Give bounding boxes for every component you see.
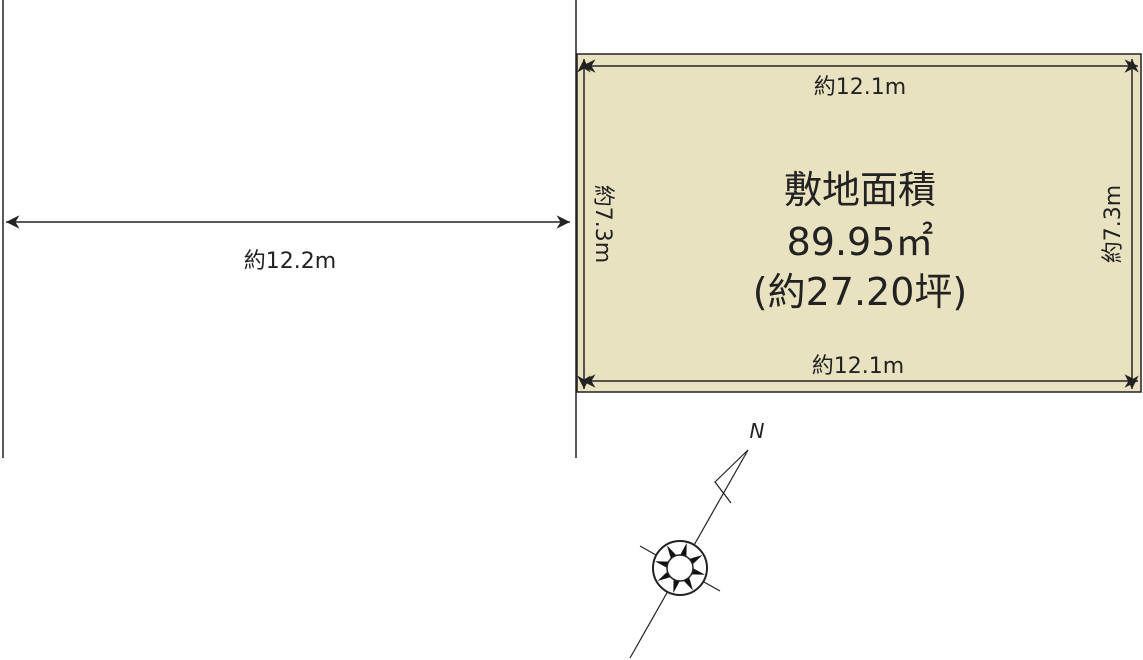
bottom-length-label: 約12.1m xyxy=(812,354,904,379)
compass-ray xyxy=(654,561,670,569)
area-tsubo: (約27.20坪) xyxy=(753,270,967,314)
area-m2: 89.95㎡ xyxy=(787,220,934,264)
lot-boundary xyxy=(576,53,1142,393)
compass-ray xyxy=(679,542,687,558)
north-arrow-icon xyxy=(714,449,749,504)
adjacent-width-label: 約12.2m xyxy=(244,249,336,274)
top-length-label: 約12.1m xyxy=(814,75,906,100)
north-compass: N xyxy=(629,419,765,659)
adjacent-lot: 約12.2m xyxy=(2,0,577,458)
left-length-label: 約7.3m xyxy=(590,185,615,263)
compass-ray xyxy=(673,578,681,594)
right-length-label: 約7.3m xyxy=(1101,185,1126,263)
compass-center xyxy=(666,554,694,582)
subject-lot: 約12.1m 約12.1m 約7.3m 約7.3m 敷地面積 89.95㎡ (約… xyxy=(576,53,1142,393)
compass-ray xyxy=(690,567,706,575)
north-label: N xyxy=(750,419,765,443)
area-title: 敷地面積 xyxy=(784,168,936,212)
